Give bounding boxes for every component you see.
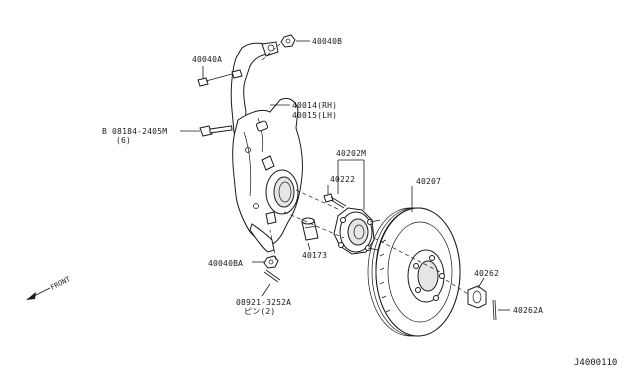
callout-pin-qty: ピン(2) xyxy=(244,307,275,316)
cap-40173 xyxy=(301,217,319,241)
leader-lines xyxy=(180,40,510,311)
hub-assembly xyxy=(333,207,381,255)
pin-08921-3252a xyxy=(263,269,281,283)
callout-40202m: 40202M xyxy=(336,149,366,158)
bolt-40040a xyxy=(197,73,233,87)
callout-40014: 40014(RH) xyxy=(292,101,337,110)
axle-nut-40262 xyxy=(467,285,487,309)
callout-40222: 40222 xyxy=(330,175,355,184)
nut-40040b xyxy=(280,34,296,48)
callout-40015: 40015(LH) xyxy=(292,111,337,120)
callout-40040a: 40040A xyxy=(192,55,222,64)
callout-40040ba: 40040BA xyxy=(208,259,243,268)
callout-40262a: 40262A xyxy=(513,306,543,315)
front-label: FRONT xyxy=(49,275,72,292)
callout-bolt-qty: (6) xyxy=(116,136,131,145)
cotter-pin-40262a xyxy=(492,299,497,321)
callout-40173: 40173 xyxy=(302,251,327,260)
callout-40207: 40207 xyxy=(416,177,441,186)
diagram-id: J4000110 xyxy=(574,358,617,368)
front-arrow: FRONT xyxy=(26,275,72,300)
centre-lines xyxy=(261,43,469,295)
brake-rotor xyxy=(367,207,461,337)
callout-bolt: B 08184-2405M xyxy=(102,127,167,136)
bolt-08184-2405m xyxy=(199,125,233,137)
callout-40040b: 40040B xyxy=(312,37,342,46)
nut-40040ba xyxy=(263,255,279,269)
hub-bolt-40222 xyxy=(323,193,347,209)
callout-pin: 08921-3252A xyxy=(236,298,291,307)
callout-labels: 40040B 40040A 40014(RH) 40015(LH) B 0818… xyxy=(102,37,617,368)
callout-40262: 40262 xyxy=(474,269,499,278)
steering-knuckle xyxy=(230,41,303,253)
